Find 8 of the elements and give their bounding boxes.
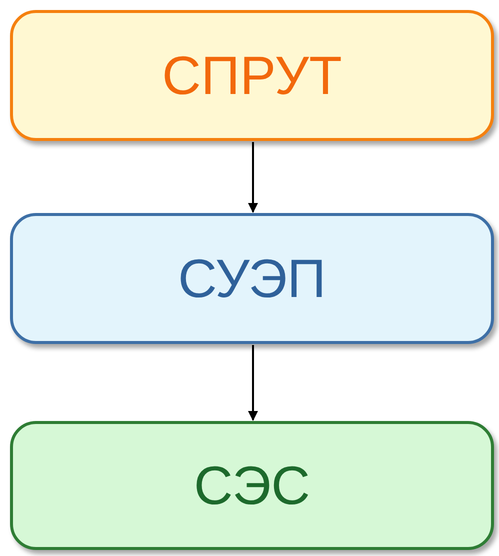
arrow <box>248 142 258 213</box>
process-box <box>10 10 494 141</box>
process-box <box>10 421 494 550</box>
process-box <box>10 213 494 344</box>
box-label: СЭС <box>194 458 310 512</box>
arrow <box>248 345 258 421</box>
box-label: СПРУТ <box>162 48 342 102</box>
box-label: СУЭП <box>178 252 326 306</box>
